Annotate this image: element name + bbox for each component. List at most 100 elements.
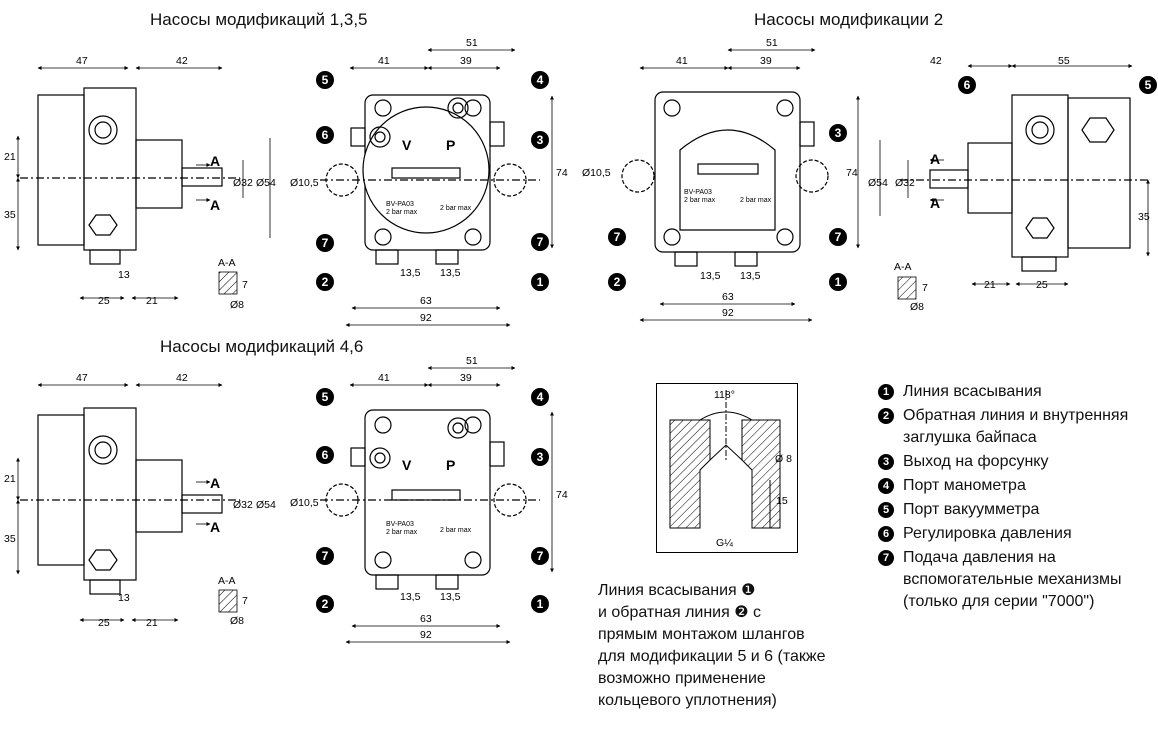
- bubble-markers-46: 5 6 7 2 4 3 7 1: [316, 388, 549, 613]
- note-line: кольцевого уплотнения): [598, 692, 777, 709]
- dim-54-m2: Ø54: [868, 177, 888, 189]
- dim-32-m46: Ø32: [233, 499, 253, 511]
- dim-15: 15: [776, 495, 788, 507]
- dim-92-m2: 92: [722, 307, 734, 319]
- front-view-135: [320, 94, 540, 265]
- svg-text:3: 3: [835, 126, 842, 140]
- legend-number-badge: 2: [878, 408, 894, 424]
- bar-label-m2: 2 bar max: [740, 197, 772, 204]
- svg-text:1: 1: [835, 275, 842, 289]
- legend-text: Обратная линия и внутренняя заглушка бай…: [903, 407, 1129, 446]
- legend-text: Подача давления на вспомогательные механ…: [903, 549, 1122, 610]
- note-line: для модификации 5 и 6 (также: [598, 648, 826, 665]
- legend-number-badge: 7: [878, 550, 894, 566]
- dim-25: 25: [98, 295, 110, 307]
- dim-92-m46: 92: [420, 629, 432, 641]
- svg-text:7: 7: [537, 549, 544, 563]
- section-aa-135: [218, 271, 238, 295]
- dim-25-m2: 25: [1036, 279, 1048, 291]
- section-a-label-m2: A: [930, 195, 940, 211]
- bar-label-m46: 2 bar max: [386, 529, 418, 536]
- side-view-135: [20, 87, 240, 265]
- front-view-2: [621, 91, 829, 267]
- aa-label-m46: A-A: [218, 575, 236, 587]
- bar-label: 2 bar max: [440, 205, 472, 212]
- svg-text:2: 2: [322, 597, 329, 611]
- section-a-label-m46: A: [210, 475, 220, 491]
- dim-21: 21: [4, 151, 16, 163]
- note-line: Линия всасывания ❶: [598, 582, 756, 599]
- dim-8-m2: Ø8: [910, 301, 924, 313]
- dim-42-m46: 42: [176, 372, 188, 384]
- dim-7-m46: 7: [242, 595, 248, 607]
- bar-label-m46: 2 bar max: [440, 527, 472, 534]
- dim-55: 55: [1058, 55, 1070, 67]
- dim-35: 35: [4, 209, 16, 221]
- p-label: P: [446, 137, 455, 153]
- dim-13-m46: 13: [118, 592, 130, 604]
- svg-text:7: 7: [835, 230, 842, 244]
- side-view-46: [20, 407, 240, 595]
- dim-39-m2: 39: [760, 55, 772, 67]
- svg-text:2: 2: [614, 275, 621, 289]
- thread-g14: G¼: [716, 537, 733, 549]
- svg-text:3: 3: [537, 133, 544, 147]
- svg-text:4: 4: [537, 73, 544, 87]
- dim-105: Ø10,5: [290, 177, 319, 189]
- dim-8-m46: Ø8: [230, 615, 244, 627]
- v-label: V: [402, 137, 412, 153]
- dim-13: 13: [118, 269, 130, 281]
- dim-7-m2: 7: [922, 282, 928, 294]
- dim-74: 74: [556, 167, 568, 179]
- legend-item: 7 Подача давления на вспомогательные меха…: [878, 547, 1158, 613]
- dim-135b-m2: 13,5: [740, 270, 761, 282]
- dim-21b-m46: 21: [146, 617, 158, 629]
- legend-number-badge: 6: [878, 526, 894, 542]
- bubble-markers-2: 3 7 7 2 1: [608, 124, 847, 291]
- dim-o8: Ø 8: [775, 453, 792, 465]
- svg-text:5: 5: [322, 73, 329, 87]
- svg-text:3: 3: [537, 450, 544, 464]
- svg-text:7: 7: [322, 236, 329, 250]
- v-label-m46: V: [402, 457, 412, 473]
- svg-text:6: 6: [322, 448, 329, 462]
- svg-text:6: 6: [964, 78, 971, 92]
- svg-text:7: 7: [614, 230, 621, 244]
- svg-text:5: 5: [1145, 78, 1152, 92]
- dim-21-m46: 21: [4, 473, 16, 485]
- dim-47-m46: 47: [76, 372, 88, 384]
- legend-item: 6 Регулировка давления: [878, 523, 1158, 545]
- section-a-label-m2: A: [930, 151, 940, 167]
- dim-7: 7: [242, 279, 248, 291]
- port-detail: [669, 390, 781, 529]
- svg-text:2: 2: [322, 275, 329, 289]
- legend-number-badge: 3: [878, 454, 894, 470]
- title-mod-46: Насосы модификаций 4,6: [160, 337, 364, 356]
- section-a-label-m46: A: [210, 519, 220, 535]
- legend-text: Порт вакуумметра: [903, 501, 1040, 518]
- bar-label: 2 bar max: [386, 209, 418, 216]
- dim-51-m2: 51: [766, 37, 778, 49]
- dim-135: 13,5: [400, 267, 421, 279]
- p-label-m46: P: [446, 457, 455, 473]
- dim-42: 42: [176, 55, 188, 67]
- aa-label: A-A: [218, 257, 236, 269]
- dim-74-m46: 74: [556, 489, 568, 501]
- svg-text:7: 7: [537, 235, 544, 249]
- bar-label-m2: 2 bar max: [684, 197, 716, 204]
- svg-text:1: 1: [537, 275, 544, 289]
- legend-text: Регулировка давления: [903, 525, 1072, 542]
- dim-32-m2: Ø32: [895, 177, 915, 189]
- svg-text:4: 4: [537, 390, 544, 404]
- dim-135-m2: 13,5: [700, 270, 721, 282]
- section-a-label: A: [210, 153, 220, 169]
- dim-42-m2: 42: [930, 55, 942, 67]
- angle-118: 118°: [714, 389, 735, 401]
- dim-51-m46: 51: [466, 355, 478, 367]
- dim-63-m2: 63: [722, 291, 734, 303]
